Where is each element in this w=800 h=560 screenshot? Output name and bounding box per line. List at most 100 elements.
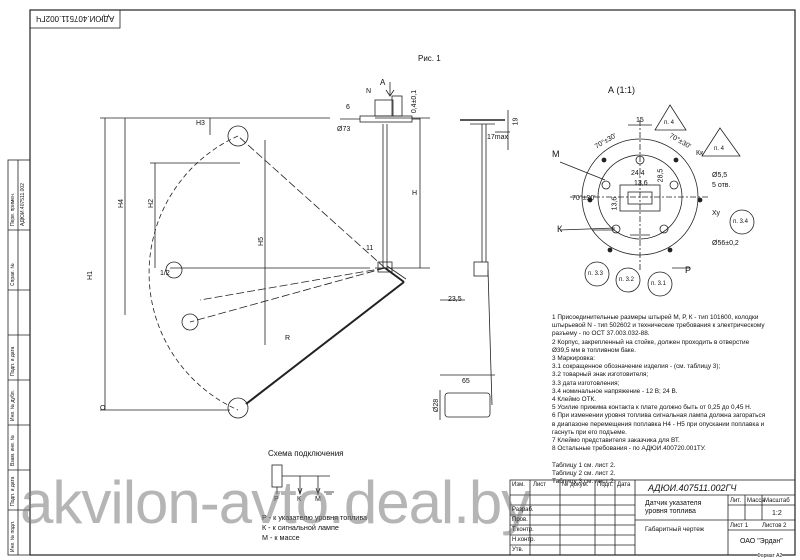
tb-row: Изм. [512, 482, 525, 488]
tb-format: Формат А2 [757, 553, 783, 559]
detail-pin-label: Р [685, 265, 692, 275]
note-line: 3.1 сокращенное обозначение изделия - (с… [552, 363, 721, 371]
dim-label: 17max [487, 134, 509, 141]
note-line: 2 Корпус, закрепленный на стойке, должен… [552, 338, 750, 346]
note-line: 3.2 товарный знак изготовителя; [552, 371, 649, 379]
side-strip-label: Перв. примен. [10, 192, 16, 226]
dim-label: Н4 [117, 199, 125, 208]
legend-line: К - к сигнальной лампе [262, 523, 339, 532]
tb-designation: АДЮИ.407511.002ГЧ [648, 483, 737, 493]
tb-row: Утв. [512, 547, 524, 553]
dim-label: 70°±30' [572, 195, 596, 202]
wiring-title: Схема подключения [268, 449, 344, 458]
tb-sheets: Листов 2 [762, 523, 787, 529]
view-a-title: А (1:1) [608, 85, 636, 95]
note-line: 3.4 номинальное напряжение - 12 В; 24 В. [552, 387, 678, 395]
note-line: 7 Клеймо представителя заказчика для ВТ. [552, 437, 680, 445]
tb-col: Лит. [730, 498, 742, 504]
dim-label: Н1 [86, 271, 94, 280]
detail-pin-label: Кк [696, 150, 704, 157]
tb-name: Датчик указателя [645, 500, 702, 507]
dim-label: Ø5,5 [712, 172, 728, 179]
side-strip-label: Инв. № дубл. [10, 390, 16, 421]
dim-label: Ø28 [433, 398, 441, 413]
side-strip-label: Подп. и дата [10, 476, 16, 506]
dim-label: Н2 [147, 199, 155, 208]
flag-label: п. 3.1 [651, 281, 666, 287]
note-line: разъему - по ОСТ 37.003.032-88. [552, 330, 650, 338]
dim-label: 11 [366, 245, 374, 252]
note-line: Таблицу 1 см. лист 2. [552, 461, 616, 469]
note-line: 1 Присоединительные размеры штырей М, Р,… [552, 314, 759, 321]
note-line: Ø39,5 мм в топливном баке. [552, 346, 636, 354]
rotated-doc-code: АДЮИ.407511.002ГЧ [36, 14, 115, 23]
dim-label: 24,4 [631, 170, 645, 177]
note-line: 3.3 дата изготовления; [552, 379, 620, 387]
flag-label: п. 3.3 [588, 271, 603, 277]
side-strip-label: Взам. инв. № [10, 435, 16, 466]
tb-name: уровня топлива [645, 508, 696, 515]
wiring-pin: К [297, 496, 302, 503]
tb-subtitle: Габаритный чертеж [645, 526, 705, 533]
tb-scale: 1:2 [772, 510, 782, 517]
note-line: Таблицу 2 см. лист 2. [552, 469, 616, 477]
dim-label: Н3 [196, 120, 205, 127]
dim-label: 23,5 [448, 296, 462, 303]
tb-row: № докум. [562, 482, 589, 488]
tb-col: Масштаб [764, 498, 790, 504]
note-line: гаснуть при его подъеме. [552, 428, 627, 436]
dim-label: О [100, 405, 106, 412]
wiring-pin: Р [274, 496, 279, 503]
flag-label: п. 3.2 [619, 277, 634, 283]
tb-company: ОАО "Эрдан" [740, 538, 783, 545]
flag-label: п. 4 [664, 120, 674, 126]
legend-line: М - к массе [262, 533, 300, 542]
tb-row: Разраб. [512, 507, 534, 513]
figure-label: Рис. 1 [418, 54, 441, 63]
detail-pin-label: М [552, 149, 560, 159]
tb-col: Масса [747, 498, 765, 504]
note-line: 5 Усилие прижима контакта к плате должно… [552, 404, 752, 412]
note-line: Таблицу 3 см. лист 2. [552, 478, 616, 486]
flag-label: п. 4 [714, 146, 724, 152]
tb-sheet: Лист 1 [730, 523, 749, 529]
tb-row: Подп. [597, 482, 613, 488]
side-strip-label: Справ. № [10, 263, 16, 286]
dim-label: 65 [462, 378, 470, 385]
dim-label: 1/2 [160, 270, 170, 277]
dim-label: Н [412, 190, 418, 197]
dim-label: 6 [346, 104, 350, 111]
technical-notes: 1 Присоединительные размеры штырей М, Р,… [552, 314, 792, 486]
dim-label: Н5 [257, 237, 265, 246]
note-line: в диапазоне перемещения поплавка Н4 - Н5… [552, 420, 765, 428]
tb-row: Дата [617, 482, 631, 488]
note-line: штырьевой N - тип 502602 и технические т… [552, 322, 765, 330]
dim-label: 0,4±0,1 [411, 89, 419, 114]
note-line [552, 453, 792, 461]
detail-pin-label: К [557, 224, 563, 234]
dim-label: R [285, 335, 291, 342]
dim-label: 19 [512, 117, 520, 126]
dim-label: Ø56±0,2 [712, 240, 739, 247]
view-a-callout: А [380, 78, 386, 87]
wiring-legend: Р - к указателю уровня топлива К - к сиг… [262, 513, 367, 543]
watermark: akvilon-avto.deal.by [20, 469, 531, 536]
dim-label: 15 [636, 117, 644, 124]
dim-label: 13,6 [634, 180, 648, 187]
flag-label: п. 3.4 [733, 219, 748, 225]
tb-row: Лист [533, 482, 547, 488]
dim-label: Ху [712, 210, 721, 217]
side-strip-label: Инв. № подл. [10, 520, 16, 552]
dim-label: 28,5 [657, 168, 665, 183]
tb-row: Пров. [512, 517, 528, 523]
note-line: 8 Остальные требования - по АДЮИ.400720.… [552, 445, 706, 453]
legend-line: Р - к указателю уровня топлива [262, 513, 368, 522]
dim-label: 13,6 [611, 196, 619, 211]
note-line: 4 Клеймо ОТК. [552, 396, 597, 404]
side-strip-label: Подп. и дата [10, 346, 16, 376]
dim-label: Ø73 [337, 126, 351, 133]
dim-label: N [366, 88, 372, 95]
tb-row: Т.контр. [512, 527, 534, 533]
